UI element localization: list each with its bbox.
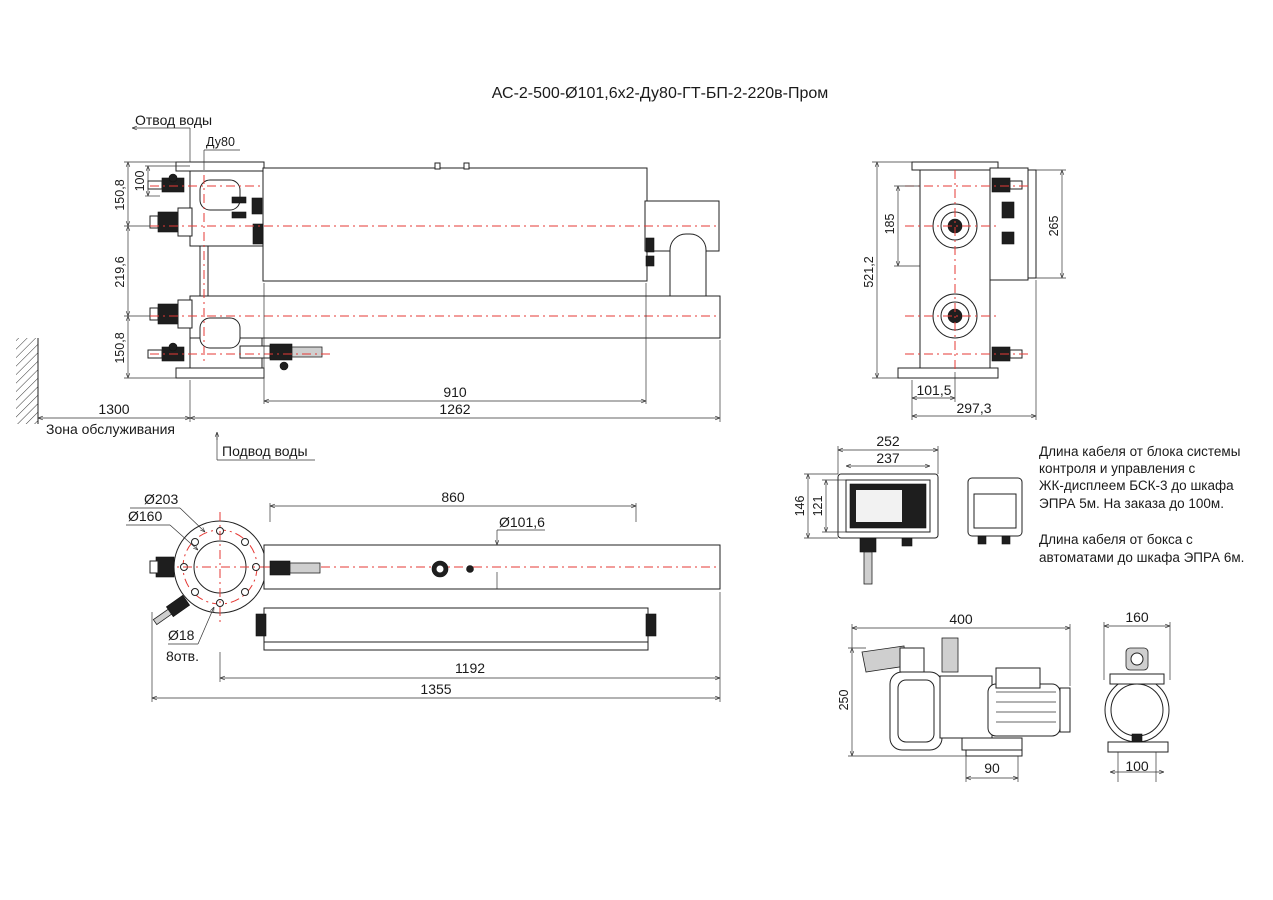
- dim-219-6: 219,6: [113, 256, 127, 287]
- dim-521-2: 521,2: [862, 256, 876, 287]
- sensor-lower: [149, 299, 193, 329]
- dim-1192: 1192: [455, 660, 485, 676]
- dim-860: 860: [441, 489, 465, 505]
- notes: Длина кабеля от блока системы контроля и…: [1039, 444, 1244, 565]
- dim-101-5: 101,5: [916, 382, 951, 398]
- top-view: 860 Ø101,6 Ø203 Ø160 Ø18 8отв. 1192 1355: [126, 489, 721, 702]
- dim-1355: 1355: [420, 681, 451, 697]
- label-inlet: Подвод воды: [222, 443, 308, 459]
- dim-d101-6: Ø101,6: [499, 514, 545, 530]
- note-2-line-1: Длина кабеля от бокса с: [1039, 532, 1193, 547]
- dim-d160: Ø160: [128, 508, 162, 524]
- side-view: 521,2 185 265 101,5 297,3: [862, 161, 1066, 420]
- dim-1262: 1262: [439, 401, 470, 417]
- dim-185: 185: [883, 214, 897, 235]
- dim-150-8-top: 150,8: [113, 179, 127, 210]
- note-2-line-2: автоматами до шкафа ЭПРА 6м.: [1039, 550, 1244, 565]
- dim-d203: Ø203: [144, 491, 178, 507]
- dim-146: 146: [793, 496, 807, 517]
- upper-chamber: [262, 167, 648, 282]
- dim-100-pump: 100: [1125, 758, 1149, 774]
- note-1-line-4: ЭПРА 5м. На заказа до 100м.: [1039, 496, 1224, 511]
- dim-d18: Ø18: [168, 627, 195, 643]
- label-outlet: Отвод воды: [135, 112, 212, 128]
- label-8-holes: 8отв.: [166, 648, 199, 664]
- dim-160-pump: 160: [1125, 609, 1149, 625]
- dim-90: 90: [984, 760, 1000, 776]
- front-view: 150,8 100 219,6 150,8 Ду80 Отвод воды 91…: [16, 112, 721, 461]
- dim-237: 237: [876, 450, 900, 466]
- dim-121: 121: [811, 496, 825, 517]
- lower-chamber: [189, 295, 721, 339]
- valve-upper: [147, 173, 185, 193]
- dim-1300: 1300: [98, 401, 129, 417]
- dim-250: 250: [837, 690, 851, 711]
- dim-150-8-bot: 150,8: [113, 332, 127, 363]
- dim-252: 252: [876, 433, 900, 449]
- pump-side-view: 400 250 90: [837, 611, 1071, 782]
- control-unit: 252 237 146 121: [793, 433, 1023, 585]
- dim-910: 910: [443, 384, 467, 400]
- label-du80: Ду80: [206, 135, 235, 149]
- dim-265: 265: [1047, 216, 1061, 237]
- drawing-title: АС-2-500-Ø101,6х2-Ду80-ГТ-БП-2-220в-Пром: [492, 85, 829, 102]
- pump-inlet-pipe: [861, 645, 907, 673]
- note-1-line-1: Длина кабеля от блока системы: [1039, 444, 1240, 459]
- wall-hatch: [16, 338, 38, 424]
- note-1-line-3: ЖК-дисплеем БСК-3 до шкафа: [1039, 478, 1234, 493]
- sensor-upper: [149, 207, 193, 237]
- dim-400: 400: [949, 611, 973, 627]
- pump-end-view: 160 100: [1103, 609, 1171, 782]
- dim-297-3: 297,3: [956, 400, 991, 416]
- valve-lower: [147, 342, 185, 362]
- note-1-line-2: контроля и управления с: [1039, 461, 1196, 476]
- label-service-zone: Зона обслуживания: [46, 421, 175, 437]
- dim-100: 100: [133, 171, 147, 192]
